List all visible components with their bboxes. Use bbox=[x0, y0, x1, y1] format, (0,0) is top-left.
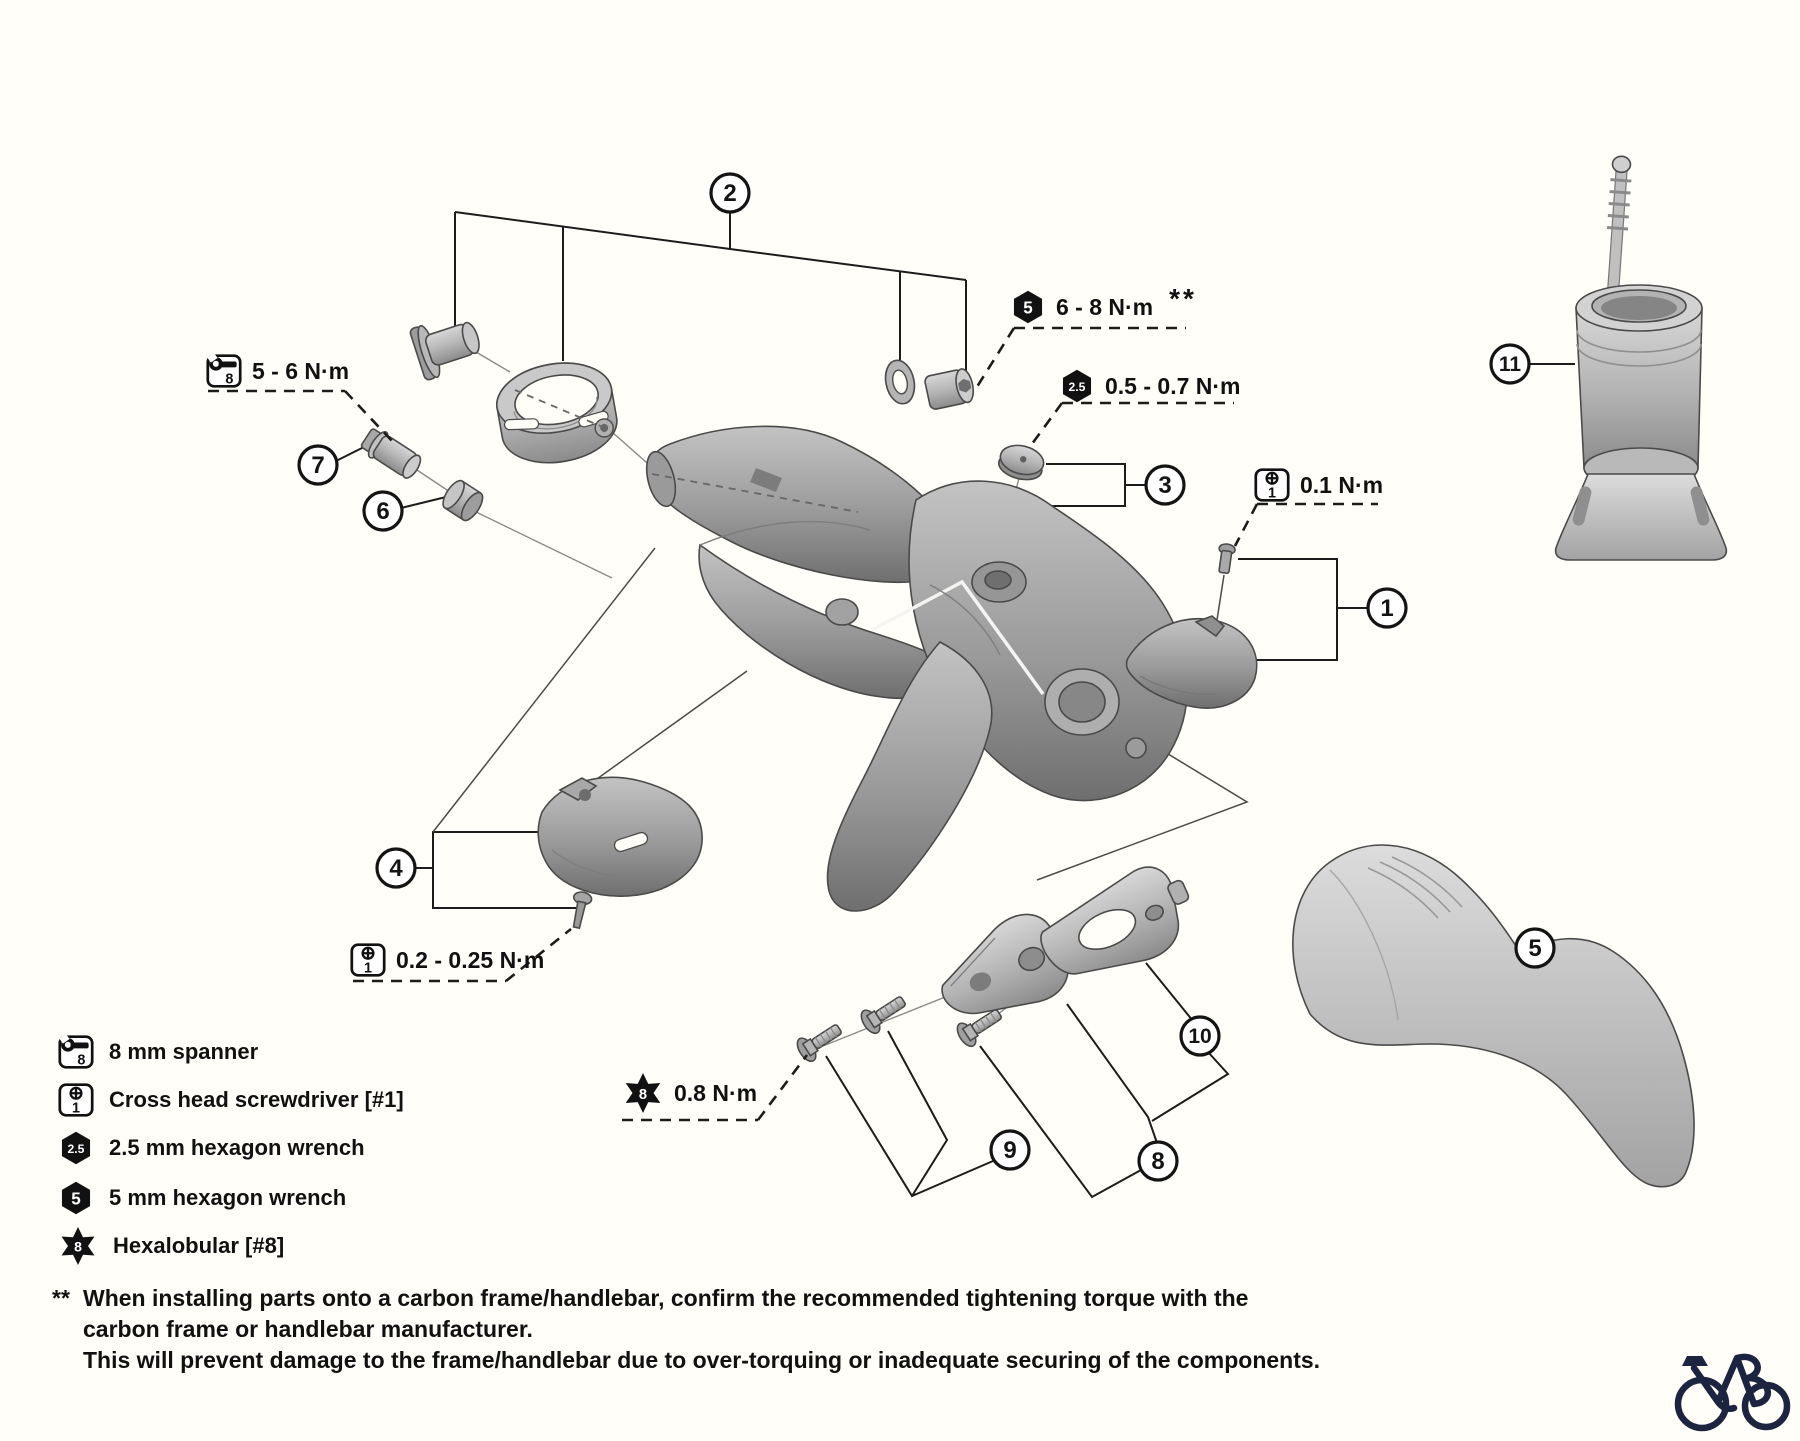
nut-plate bbox=[1040, 866, 1190, 975]
footnote-line-3: This will prevent damage to the frame/ha… bbox=[83, 1347, 1321, 1373]
callout-9: 9 bbox=[989, 1129, 1031, 1171]
torque-label-clamp-spanner: 8 5 - 6 N·m bbox=[206, 353, 349, 389]
shift-paddle bbox=[1125, 615, 1258, 709]
grease-bottle bbox=[1554, 155, 1728, 561]
parts bbox=[360, 155, 1728, 1188]
hexalobular-icon: 8 bbox=[625, 1073, 661, 1113]
callout-1: 1 bbox=[1366, 587, 1408, 629]
torque-value: 6 - 8 N·m bbox=[1056, 293, 1154, 320]
torque-value: 0.2 - 0.25 N·m bbox=[396, 946, 545, 973]
crosshead-icon-number: 1 bbox=[72, 1101, 80, 1117]
clamp-band bbox=[496, 362, 618, 464]
callout-9-number: 9 bbox=[1003, 1137, 1016, 1164]
bike-logo-frame bbox=[1690, 1353, 1771, 1408]
hex25-icon-number: 2.5 bbox=[1069, 380, 1086, 394]
callout-2-number: 2 bbox=[723, 180, 736, 207]
hex25-icon: 2.5 bbox=[61, 1131, 91, 1165]
torque-value: 0.8 N·m bbox=[674, 1079, 758, 1106]
callout-8: 8 bbox=[1137, 1140, 1179, 1182]
hex25-icon-number: 2.5 bbox=[68, 1142, 85, 1156]
callout-10: 10 bbox=[1179, 1015, 1221, 1057]
spanner-icon-number: 8 bbox=[77, 1053, 85, 1069]
carbon-note-stars: ** bbox=[1169, 283, 1197, 314]
spanner-icon: 8 bbox=[58, 1034, 94, 1069]
name-plate-screw bbox=[1218, 543, 1236, 575]
clamp-washer bbox=[884, 359, 916, 405]
callout-5: 5 bbox=[1514, 927, 1556, 969]
callout-8-number: 8 bbox=[1151, 1148, 1164, 1175]
bracket-hood bbox=[1292, 844, 1695, 1188]
bracket-screw-1 bbox=[796, 1024, 842, 1063]
legend-label: 8 mm spanner bbox=[109, 1039, 259, 1064]
callout-6: 6 bbox=[362, 490, 404, 532]
top-cap bbox=[997, 444, 1045, 481]
crosshead-icon: 1 bbox=[58, 1083, 94, 1117]
torque-value: 0.1 N·m bbox=[1300, 471, 1384, 498]
crosshead-icon: 1 bbox=[1254, 468, 1290, 502]
legend-label: 5 mm hexagon wrench bbox=[109, 1185, 347, 1210]
bracket-screw-2 bbox=[860, 996, 906, 1035]
crosshead-icon-number: 1 bbox=[1268, 486, 1276, 502]
spacer-ring bbox=[442, 479, 484, 522]
torque-value: 0.5 - 0.7 N·m bbox=[1105, 372, 1241, 399]
legend-row-hex5: 5 5 mm hexagon wrench bbox=[58, 1180, 346, 1216]
legend-label: Hexalobular [#8] bbox=[113, 1233, 285, 1258]
cable-guide-plate bbox=[941, 913, 1069, 1015]
bike-logo-crank bbox=[1714, 1398, 1738, 1412]
callout-bubbles: 2 11 7 6 3 1 4 5 9 8 10 bbox=[297, 172, 1556, 1182]
torque-label-bracket-screws: 8 0.8 N·m bbox=[622, 1072, 757, 1114]
callout-5-number: 5 bbox=[1528, 935, 1541, 962]
crosshead-icon-number: 1 bbox=[364, 961, 372, 977]
footnote-marker: ** bbox=[52, 1285, 70, 1311]
spanner-icon: 8 bbox=[206, 353, 242, 388]
legend-row-hex25: 2.5 2.5 mm hexagon wrench bbox=[58, 1130, 365, 1166]
footnote-line-2: carbon frame or handlebar manufacturer. bbox=[83, 1316, 533, 1342]
hexalobular-icon-number: 8 bbox=[74, 1239, 82, 1255]
cover-screw bbox=[572, 891, 593, 930]
bracket-screw-3 bbox=[956, 1009, 1002, 1048]
callout-3-number: 3 bbox=[1158, 472, 1171, 499]
clamp-fixing-bolt bbox=[924, 368, 975, 410]
torque-dashed-leaders bbox=[208, 326, 1378, 1122]
torque-value: 5 - 6 N·m bbox=[252, 357, 350, 384]
hexalobular-icon: 8 bbox=[61, 1227, 95, 1265]
hex25-icon: 2.5 bbox=[1062, 369, 1092, 403]
callout-4: 4 bbox=[375, 847, 417, 889]
lever-cover bbox=[537, 776, 703, 897]
torque-label-cover-screw: 1 0.2 - 0.25 N·m bbox=[350, 942, 544, 978]
legend-label: Cross head screwdriver [#1] bbox=[109, 1087, 404, 1112]
hex5-icon: 5 bbox=[1013, 290, 1043, 324]
bike-logo bbox=[1674, 1353, 1791, 1432]
torque-label-clamp-bolt: 5 6 - 8 N·m ** bbox=[1010, 283, 1197, 325]
hex5-icon-number: 5 bbox=[71, 1189, 81, 1208]
crosshead-icon: 1 bbox=[350, 943, 386, 977]
torque-label-name-plate: 1 0.1 N·m bbox=[1254, 467, 1383, 503]
legend-row-spanner: 8 8 mm spanner bbox=[58, 1034, 258, 1070]
hexalobular-icon-number: 8 bbox=[639, 1087, 647, 1103]
reach-adjust-bolt bbox=[360, 428, 422, 479]
legend-row-crosshead: 1 Cross head screwdriver [#1] bbox=[58, 1082, 404, 1118]
legend-label: 2.5 mm hexagon wrench bbox=[109, 1135, 365, 1160]
callout-11-number: 11 bbox=[1499, 353, 1522, 376]
callout-1-number: 1 bbox=[1380, 595, 1393, 622]
callout-7-number: 7 bbox=[311, 452, 324, 479]
callout-6-number: 6 bbox=[376, 498, 389, 525]
lever-body bbox=[645, 425, 1189, 912]
torque-label-top-cap: 2.5 0.5 - 0.7 N·m bbox=[1059, 368, 1241, 404]
hex5-icon-number: 5 bbox=[1023, 298, 1033, 317]
carbon-warning-footnote: ** When installing parts onto a carbon f… bbox=[52, 1283, 1320, 1376]
callout-7: 7 bbox=[297, 444, 339, 486]
legend-row-hexalobular: 8 Hexalobular [#8] bbox=[58, 1226, 284, 1266]
callout-11: 11 bbox=[1489, 343, 1531, 385]
callout-2: 2 bbox=[709, 172, 751, 214]
clamp-front-bolt bbox=[409, 321, 480, 381]
hex5-icon: 5 bbox=[61, 1181, 91, 1215]
spanner-icon-number: 8 bbox=[225, 372, 233, 388]
bike-logo-saddle bbox=[1682, 1356, 1708, 1366]
footnote-line-1: When installing parts onto a carbon fram… bbox=[83, 1285, 1249, 1311]
callout-3: 3 bbox=[1144, 464, 1186, 506]
callout-4-number: 4 bbox=[389, 855, 403, 882]
callout-10-number: 10 bbox=[1188, 1025, 1211, 1048]
